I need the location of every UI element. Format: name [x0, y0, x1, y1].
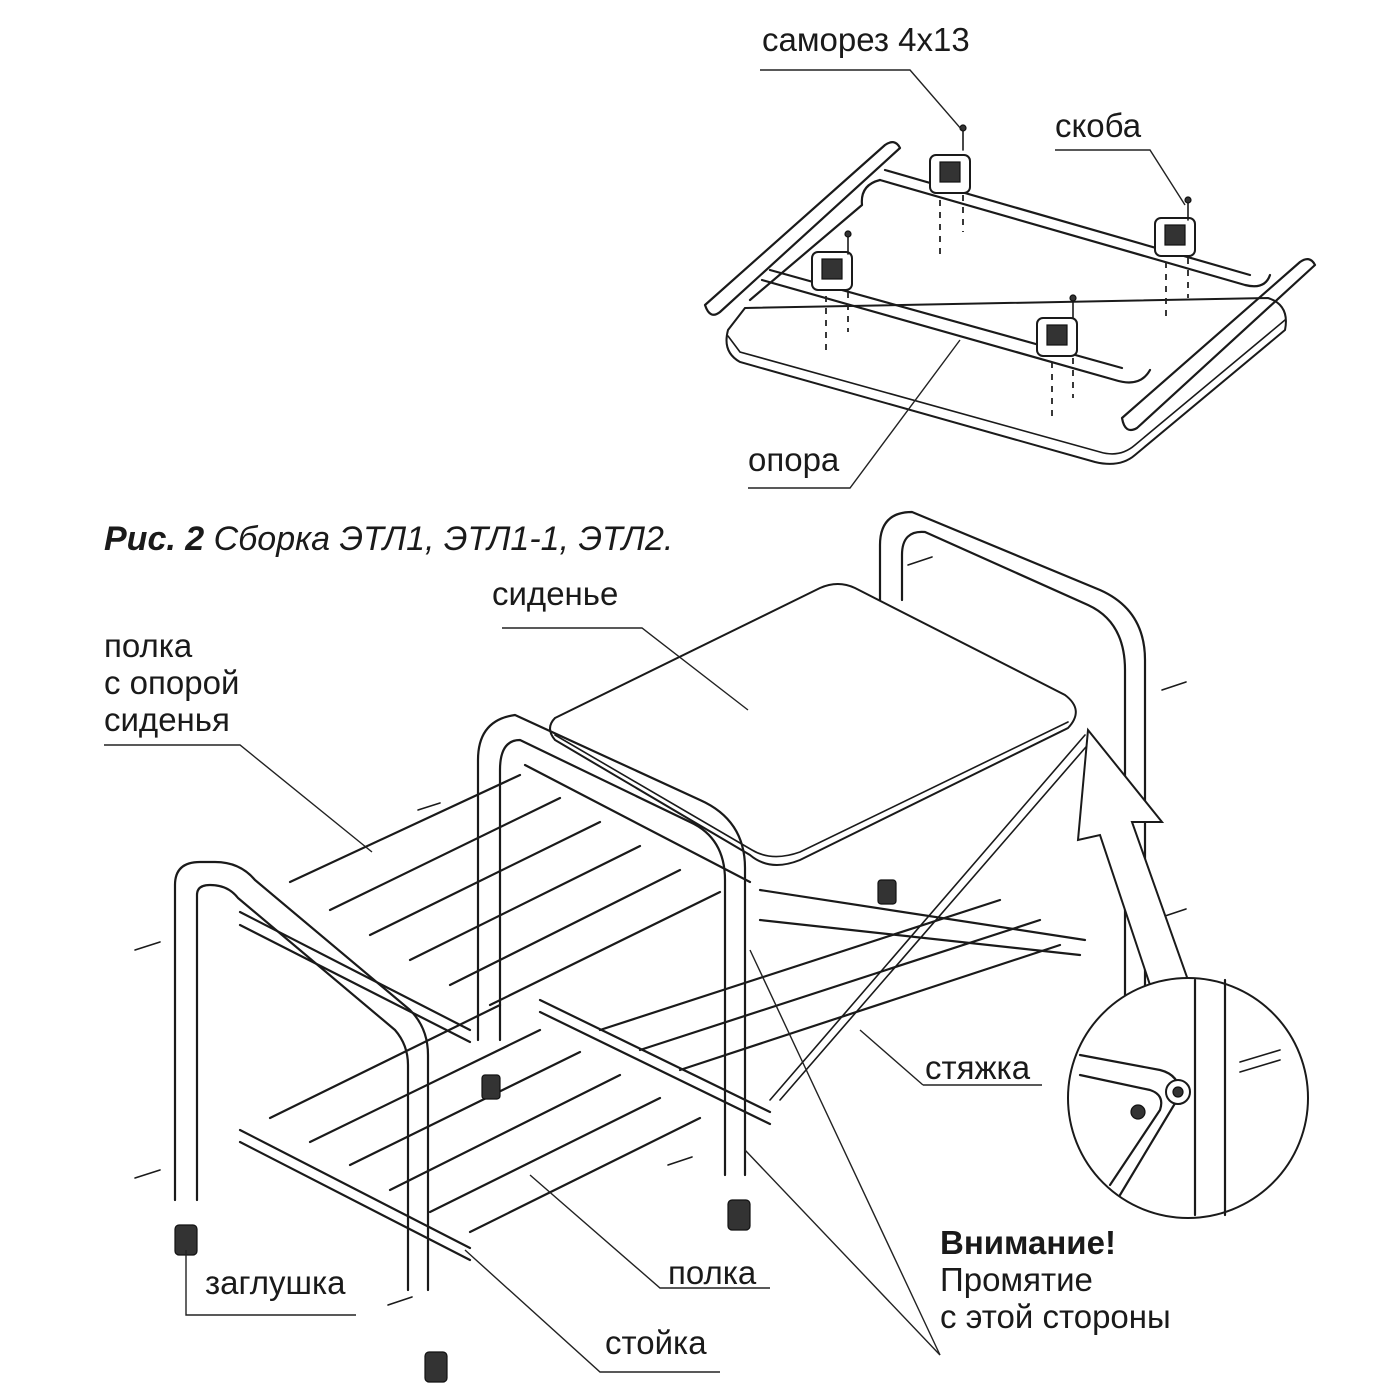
- label-screw: саморез 4х13: [762, 21, 970, 58]
- lower-shelf: [238, 1003, 702, 1262]
- label-shelf: полка: [668, 1254, 757, 1291]
- figure-number: Рис. 2: [104, 520, 205, 558]
- bracket-3: [811, 251, 853, 291]
- support-board: [725, 296, 1287, 465]
- warning-line2: с этой стороны: [940, 1297, 1171, 1335]
- label-support: опора: [748, 441, 840, 478]
- direction-arrow: [1076, 727, 1190, 987]
- figure-caption: Рис. 2 Сборка ЭТЛ1, ЭТЛ1-1, ЭТЛ2.: [104, 520, 673, 559]
- seat-support-assembly: [703, 69, 1317, 489]
- seat-cushion: [549, 583, 1077, 866]
- assembly-guides: [825, 195, 1189, 420]
- label-shelf-with-support: полка с опорой сиденья: [104, 627, 240, 739]
- label-post: стойка: [605, 1324, 707, 1361]
- figure-title: Сборка ЭТЛ1, ЭТЛ1-1, ЭТЛ2.: [213, 520, 674, 558]
- bracket-2: [1154, 217, 1196, 257]
- label-tie: стяжка: [925, 1049, 1031, 1086]
- plugs: [174, 879, 897, 1383]
- bracket-4: [1036, 317, 1078, 357]
- warning-line1: Промятие: [940, 1260, 1093, 1298]
- detail-zoom: [1067, 977, 1309, 1219]
- label-plug: заглушка: [205, 1264, 346, 1301]
- bracket-1: [929, 154, 971, 194]
- warning-title: Внимание!: [940, 1224, 1116, 1261]
- label-shelf-with-support-line2: с опорой: [104, 663, 240, 701]
- bench-assembly: [104, 510, 1309, 1383]
- label-seat: сиденье: [492, 575, 619, 612]
- warning-note: Внимание! Промятие с этой стороны: [940, 1224, 1171, 1336]
- label-shelf-with-support-line1: полка: [104, 627, 193, 664]
- tie-rod: [769, 734, 1086, 1101]
- screws: [844, 124, 1192, 319]
- label-bracket: скоба: [1055, 107, 1142, 144]
- label-shelf-with-support-line3: сиденья: [104, 700, 230, 738]
